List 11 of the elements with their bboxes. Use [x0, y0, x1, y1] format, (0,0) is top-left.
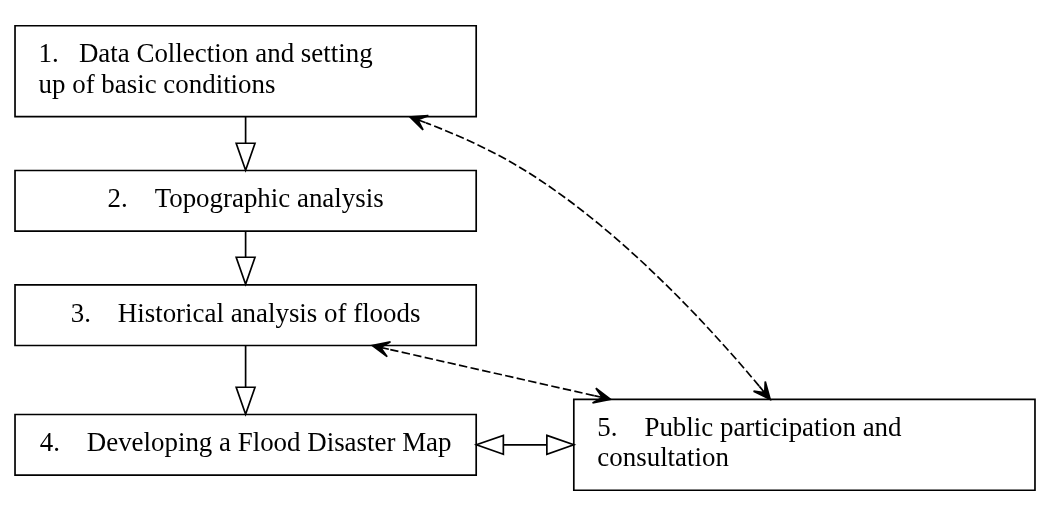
- arrow: [235, 230, 257, 287]
- arrow: [371, 341, 612, 404]
- node-box: 1. Data Collection and setting up of basic conditions: [14, 24, 478, 118]
- arrow: [235, 116, 257, 173]
- node-box: 4. Developing a Flood Disaster Map: [14, 413, 478, 476]
- arrow: [235, 344, 257, 417]
- arrow: [473, 434, 577, 456]
- node-box: 2. Topographic analysis: [14, 169, 478, 232]
- node-box: 5. Public participation and consultation: [572, 398, 1036, 492]
- arrow: [409, 114, 771, 401]
- node-box: 3. Historical analysis of floods: [14, 284, 478, 347]
